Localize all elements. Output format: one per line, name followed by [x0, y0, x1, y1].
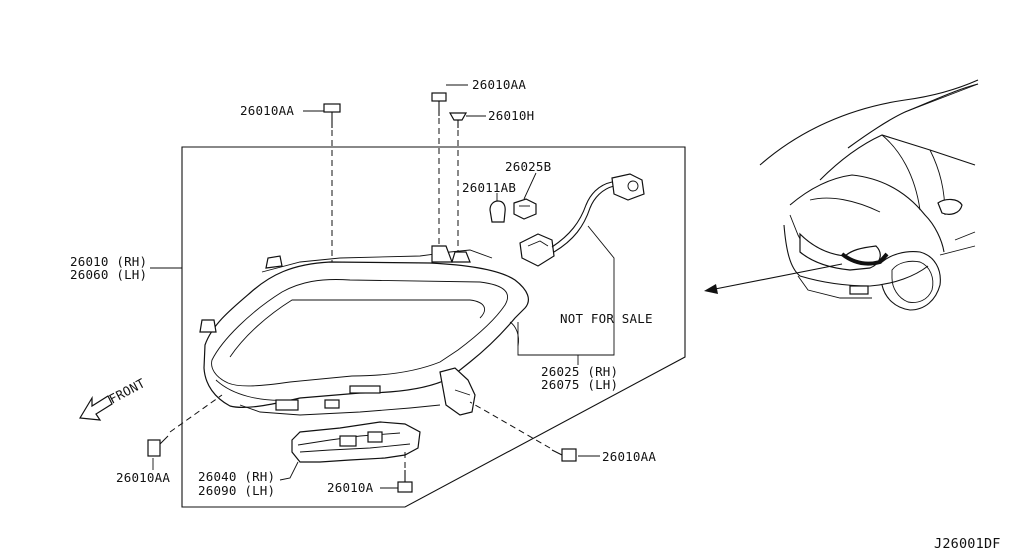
- socket-icon: [513, 198, 537, 220]
- label-clip-top: 26010H: [488, 108, 534, 123]
- screw-icon-bracket: [397, 470, 413, 493]
- bulb-icon: [489, 200, 506, 223]
- screw-icon-top-mid: [431, 92, 447, 116]
- label-screw-top-mid: 26010AA: [472, 77, 526, 92]
- label-headlamp-lh: 26060 (LH): [70, 267, 147, 282]
- clip-icon-top: [448, 112, 468, 128]
- label-harness-rh: 26025 (RH): [541, 364, 618, 379]
- label-bracket-rh: 26040 (RH): [198, 469, 275, 484]
- label-bracket-lh: 26090 (LH): [198, 483, 275, 498]
- label-socket: 26025B: [505, 159, 551, 174]
- screw-icon-bottom-left: [147, 435, 169, 457]
- panel-frame: [181, 146, 686, 508]
- front-arrow-icon: [78, 395, 113, 421]
- screw-icon-top-left: [323, 103, 341, 128]
- headlamp-assembly: [199, 245, 529, 416]
- car-outline-icon: [704, 79, 979, 311]
- screw-icon-bottom-right: [551, 448, 577, 462]
- assembly-lines: [169, 118, 551, 468]
- label-headlamp-rh: 26010 (RH): [70, 254, 147, 269]
- harness-assembly: [519, 173, 645, 267]
- labels: 26010AA 26010AA 26010H 26025B 26011AB 26…: [70, 77, 1001, 552]
- label-harness-lh: 26075 (LH): [541, 377, 618, 392]
- label-screw-top-left: 26010AA: [240, 103, 294, 118]
- label-front: FRONT: [106, 375, 147, 407]
- label-bulb: 26011AB: [462, 180, 516, 195]
- leader-lines: [150, 84, 615, 489]
- label-screw-bracket: 26010A: [327, 480, 374, 495]
- diagram-id: J26001DF: [934, 536, 1001, 552]
- label-screw-bottom-left: 26010AA: [116, 470, 170, 485]
- label-not-for-sale: NOT FOR SALE: [560, 311, 653, 326]
- label-screw-bottom-right: 26010AA: [602, 449, 656, 464]
- lower-bracket: [291, 421, 421, 463]
